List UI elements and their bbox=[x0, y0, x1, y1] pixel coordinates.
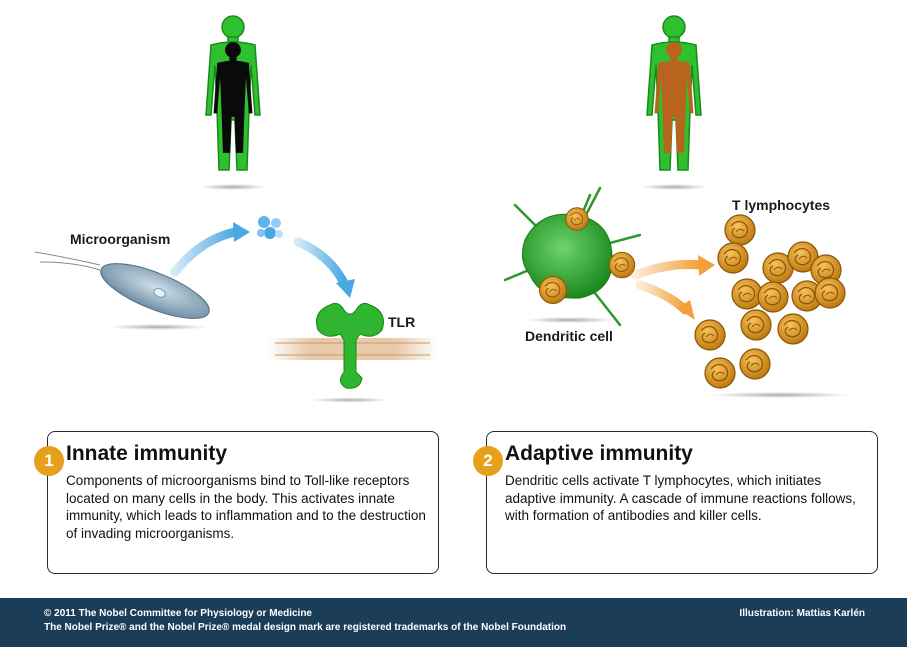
t-lymphocytes-cluster bbox=[694, 214, 850, 398]
arrow-dendritic-to-lymphocytes-lower bbox=[635, 280, 695, 320]
footer: © 2011 The Nobel Committee for Physiolog… bbox=[0, 598, 907, 647]
t-lymphocyte bbox=[740, 309, 772, 341]
toll-like-receptor bbox=[310, 302, 390, 403]
arrow-bacterium-to-molecule bbox=[170, 222, 250, 277]
t-lymphocyte bbox=[731, 278, 763, 310]
dendritic-cell bbox=[503, 186, 642, 327]
step-number-badge: 2 bbox=[473, 446, 503, 476]
microorganism-bacterium bbox=[34, 251, 210, 330]
panel-title: Innate immunity bbox=[66, 442, 228, 465]
dendritic-cell-label: Dendritic cell bbox=[525, 328, 613, 344]
immunity-illustration bbox=[34, 15, 850, 403]
trademark-notice: The Nobel Prize® and the Nobel Prize® me… bbox=[44, 622, 567, 633]
tlr-label: TLR bbox=[388, 314, 416, 330]
innate-human-figure bbox=[199, 15, 267, 190]
copyright-notice: © 2011 The Nobel Committee for Physiolog… bbox=[44, 608, 312, 619]
microbial-component-molecule bbox=[257, 216, 283, 239]
t-lymphocyte bbox=[739, 348, 771, 380]
arrow-dendritic-to-lymphocytes-upper bbox=[630, 255, 715, 280]
panel-description: Dendritic cells activate T lymphocytes, … bbox=[505, 473, 856, 523]
t-lymphocyte bbox=[694, 319, 726, 351]
illustration-credit: Illustration: Mattias Karlén bbox=[739, 608, 865, 619]
panel-title: Adaptive immunity bbox=[505, 442, 693, 465]
microorganism-label: Microorganism bbox=[70, 231, 171, 247]
t-lymphocytes-label: T lymphocytes bbox=[732, 197, 831, 213]
t-lymphocyte bbox=[777, 313, 809, 345]
innate-immunity-panel: 1 Innate immunity Components of microorg… bbox=[34, 431, 439, 574]
t-lymphocyte bbox=[757, 281, 789, 313]
arrow-molecule-to-tlr bbox=[293, 237, 355, 298]
t-lymphocyte bbox=[724, 214, 756, 246]
t-lymphocyte bbox=[704, 357, 736, 389]
t-lymphocyte bbox=[814, 277, 846, 309]
adaptive-immunity-panel: 2 Adaptive immunity Dendritic cells acti… bbox=[473, 431, 878, 574]
panel-description: Components of microorganisms bind to Tol… bbox=[66, 473, 426, 541]
step-number-badge: 1 bbox=[34, 446, 64, 476]
t-lymphocyte bbox=[717, 242, 749, 274]
adaptive-human-figure bbox=[640, 15, 708, 190]
